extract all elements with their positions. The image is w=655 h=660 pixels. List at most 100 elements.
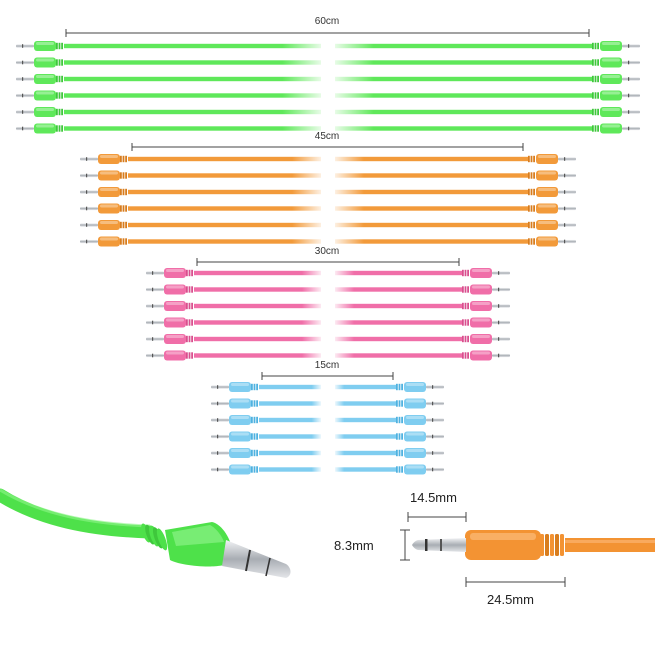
plug-right [528, 187, 576, 197]
plug-right [462, 268, 510, 278]
cable-right [335, 239, 528, 244]
cable-right [335, 450, 396, 456]
cable-left [259, 434, 321, 439]
cable-left [128, 173, 321, 178]
plug-right [592, 41, 640, 51]
dim-tip-ring [440, 539, 442, 551]
dim-strain-relief [550, 534, 554, 556]
cable-right [335, 401, 396, 406]
dim-tip-ring [425, 539, 428, 551]
cable-left [194, 353, 321, 358]
plug-left [146, 350, 193, 361]
plug-left [16, 123, 63, 134]
cable-right [335, 287, 462, 292]
cable-left [64, 43, 321, 49]
plug-left [146, 317, 193, 328]
cable-right [335, 173, 528, 178]
cable-right [335, 93, 592, 98]
cable-left [259, 401, 321, 406]
plug-right [462, 284, 510, 295]
plug-left [16, 74, 63, 84]
cable-right [335, 156, 528, 162]
plug-left [146, 268, 193, 278]
cable-left [64, 109, 321, 115]
cable-left [128, 189, 321, 195]
dim-strain-relief [545, 534, 549, 556]
cable-left [194, 320, 321, 325]
dim-strain-relief [560, 534, 564, 556]
plug-right [592, 74, 640, 84]
group-label-30: 30cm [311, 246, 343, 258]
cable-right [335, 353, 462, 358]
cable-left [64, 60, 321, 65]
closeup-strain-relief [156, 528, 168, 551]
plug-left [80, 170, 127, 181]
cable-right [335, 320, 462, 325]
plug-left [80, 154, 127, 164]
plug-right [396, 398, 444, 409]
cable-right [335, 206, 528, 211]
plug-left [211, 464, 258, 475]
cable-left [259, 467, 321, 472]
cable-left [64, 126, 321, 131]
plug-left [16, 41, 63, 51]
cable-right [335, 434, 396, 439]
cable-left [259, 450, 321, 456]
plug-left [146, 284, 193, 295]
cable-right [335, 189, 528, 195]
plug-right [396, 464, 444, 475]
plug-left [80, 203, 127, 214]
cable-right [335, 76, 592, 82]
cable-left [128, 206, 321, 211]
cable-left [128, 222, 321, 228]
plug-right [528, 220, 576, 230]
group-label-45: 45cm [311, 131, 343, 143]
tip-length-label: 14.5mm [410, 490, 457, 505]
plug-left [16, 90, 63, 101]
group-label-15: 15cm [311, 360, 343, 372]
cable-left [259, 417, 321, 423]
closeup-tip-ring [265, 557, 271, 577]
plug-right [592, 123, 640, 134]
plug-left [146, 301, 193, 311]
cable-right [335, 303, 462, 309]
cable-left [194, 270, 321, 276]
closeup-cable-highlight [0, 488, 151, 528]
plug-right [396, 382, 444, 392]
plug-right [528, 170, 576, 181]
cable-left [259, 384, 321, 390]
dim-plug-highlight [470, 533, 536, 540]
plug-left [211, 382, 258, 392]
cable-left [194, 303, 321, 309]
cable-right [335, 336, 462, 342]
closeup-metal-tip [222, 540, 291, 578]
plug-left [211, 415, 258, 425]
plug-right [592, 57, 640, 68]
total-length-label: 24.5mm [487, 592, 534, 607]
closeup-cable [0, 488, 157, 539]
cable-right [335, 43, 592, 49]
plug-left [16, 107, 63, 117]
cable-right [335, 222, 528, 228]
cable-left [128, 239, 321, 244]
cable-left [64, 93, 321, 98]
cable-right [335, 126, 592, 131]
dim-cable-highlight [565, 540, 655, 543]
cable-right [335, 270, 462, 276]
plug-right [396, 431, 444, 442]
plug-left [16, 57, 63, 68]
plug-left [146, 334, 193, 344]
plug-left [211, 448, 258, 458]
group-label-60: 60cm [311, 16, 343, 28]
cable-right [335, 60, 592, 65]
plug-left [80, 220, 127, 230]
plug-left [211, 398, 258, 409]
plug-left [80, 236, 127, 247]
cable-right [335, 417, 396, 423]
cable-left [64, 76, 321, 82]
diameter-label: 8.3mm [334, 538, 374, 553]
plug-right [528, 236, 576, 247]
closeup-tip-ring [245, 549, 251, 572]
plug-right [462, 317, 510, 328]
